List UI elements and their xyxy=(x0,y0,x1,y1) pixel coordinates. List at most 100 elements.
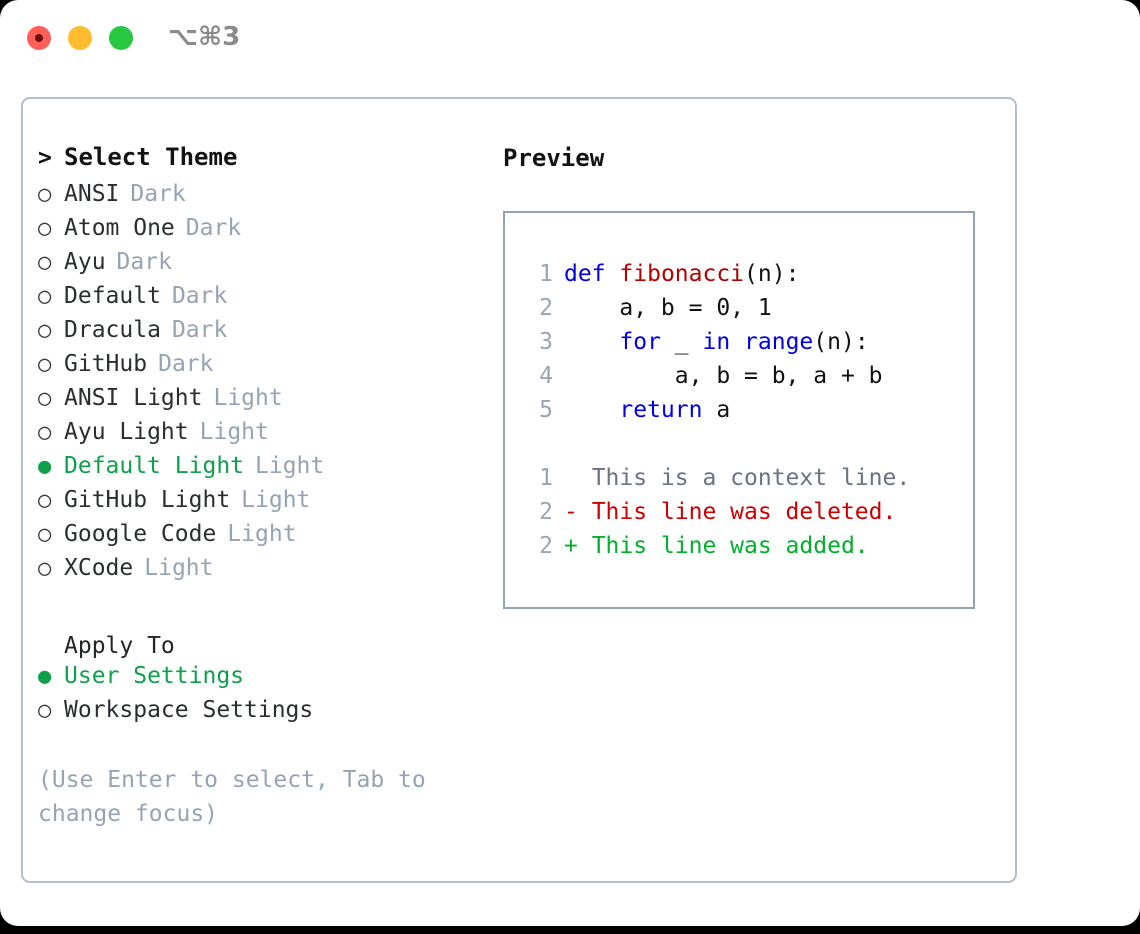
radio-unselected-icon[interactable]: ○ xyxy=(38,698,52,723)
diff-line: 2 + This line was added. xyxy=(523,529,973,563)
theme-list-item[interactable]: ○ Ayu Light Light xyxy=(38,419,488,453)
theme-list-item[interactable]: ○ Default Dark xyxy=(38,283,488,317)
line-number: 3 xyxy=(539,329,553,355)
code-text: return a xyxy=(564,393,730,427)
keyboard-shortcut-label: ⌥⌘3 xyxy=(168,22,241,52)
code-token: (n): xyxy=(744,261,800,287)
code-diff-spacer xyxy=(523,427,973,461)
theme-variant-tag: Light xyxy=(144,555,214,581)
theme-variant-tag: Light xyxy=(241,487,311,513)
close-button[interactable] xyxy=(27,26,51,50)
code-token: a xyxy=(702,397,731,423)
theme-name: Default Light xyxy=(64,453,245,479)
line-number: 4 xyxy=(539,363,553,389)
code-text: a, b = 0, 1 xyxy=(564,291,771,325)
select-theme-header: > Select Theme xyxy=(38,143,488,181)
prompt-caret-icon: > xyxy=(38,145,52,171)
theme-variant-tag: Dark xyxy=(130,181,186,207)
code-token: range xyxy=(744,329,814,355)
code-token xyxy=(564,397,619,423)
diff-line: 2- This line was deleted. xyxy=(523,495,973,529)
radio-unselected-icon[interactable]: ○ xyxy=(38,352,52,377)
radio-unselected-icon[interactable]: ○ xyxy=(38,522,52,547)
code-token: for xyxy=(619,329,661,355)
theme-name: Ayu Light xyxy=(64,419,189,445)
apply-to-label: Workspace Settings xyxy=(64,697,314,723)
apply-to-option[interactable]: ●User Settings xyxy=(38,663,488,697)
theme-name: ANSI Light xyxy=(64,385,203,411)
line-number: 2 xyxy=(539,533,553,559)
code-text: def fibonacci(n): xyxy=(564,257,799,291)
diff-line: 1 This is a context line. xyxy=(523,461,973,495)
select-theme-title: Select Theme xyxy=(64,143,238,171)
code-line: 4 a, b = b, a + b xyxy=(523,359,973,393)
radio-selected-icon[interactable]: ● xyxy=(38,454,52,479)
radio-unselected-icon[interactable]: ○ xyxy=(38,182,52,207)
code-token: return xyxy=(619,397,703,423)
section-spacer xyxy=(38,589,488,629)
code-token: fibonacci xyxy=(619,261,745,287)
code-text: for _ in range(n): xyxy=(564,325,868,359)
apply-to-title: Apply To xyxy=(64,633,175,659)
radio-selected-icon[interactable]: ● xyxy=(38,664,52,689)
title-bar: ⌥⌘3 xyxy=(0,0,1140,78)
radio-unselected-icon[interactable]: ○ xyxy=(38,216,52,241)
theme-variant-tag: Light xyxy=(255,453,325,479)
line-number: 1 xyxy=(539,465,553,491)
theme-variant-tag: Dark xyxy=(116,249,172,275)
code-token xyxy=(730,329,744,355)
theme-list-item[interactable]: ○ GitHub Light Light xyxy=(38,487,488,521)
code-token: _ xyxy=(660,329,703,355)
theme-variant-tag: Light xyxy=(213,385,283,411)
radio-unselected-icon[interactable]: ○ xyxy=(38,488,52,513)
line-number: 1 xyxy=(539,261,553,287)
theme-variant-tag: Light xyxy=(199,419,269,445)
theme-list-item[interactable]: ○ ANSI Light Light xyxy=(38,385,488,419)
line-number: 2 xyxy=(539,499,553,525)
traffic-lights xyxy=(27,26,133,50)
code-token xyxy=(564,329,619,355)
diff-text: This is a context line. xyxy=(564,465,911,491)
diff-text: + This line was added. xyxy=(564,533,869,559)
code-line: 5 return a xyxy=(523,393,973,427)
code-text: a, b = b, a + b xyxy=(564,359,883,393)
maximize-button[interactable] xyxy=(109,26,133,50)
theme-list-item[interactable]: ● Default Light Light xyxy=(38,453,488,487)
preview-title: Preview xyxy=(503,144,605,172)
code-line: 1 def fibonacci(n): xyxy=(523,257,973,291)
apply-to-option[interactable]: ○ Workspace Settings xyxy=(38,697,488,731)
theme-name: GitHub xyxy=(64,351,148,377)
code-token xyxy=(606,261,620,287)
diff-sample: 1 This is a context line.2- This line wa… xyxy=(523,461,973,563)
apply-to-list: ●User Settings○ Workspace Settings xyxy=(38,663,488,731)
radio-unselected-icon[interactable]: ○ xyxy=(38,420,52,445)
theme-name: GitHub Light xyxy=(64,487,231,513)
radio-unselected-icon[interactable]: ○ xyxy=(38,284,52,309)
theme-variant-tag: Dark xyxy=(171,283,228,309)
radio-unselected-icon[interactable]: ○ xyxy=(38,250,52,275)
theme-name: Atom One xyxy=(64,215,175,241)
radio-unselected-icon[interactable]: ○ xyxy=(38,386,52,411)
theme-name: Dracula xyxy=(64,317,161,343)
theme-name: Default xyxy=(64,283,161,309)
radio-unselected-icon[interactable]: ○ xyxy=(38,318,52,343)
theme-name: Google Code xyxy=(64,521,217,547)
code-token: def xyxy=(564,261,606,287)
line-number: 5 xyxy=(539,397,553,423)
code-line: 2 a, b = 0, 1 xyxy=(523,291,973,325)
minimize-button[interactable] xyxy=(68,26,92,50)
radio-unselected-icon[interactable]: ○ xyxy=(38,556,52,581)
